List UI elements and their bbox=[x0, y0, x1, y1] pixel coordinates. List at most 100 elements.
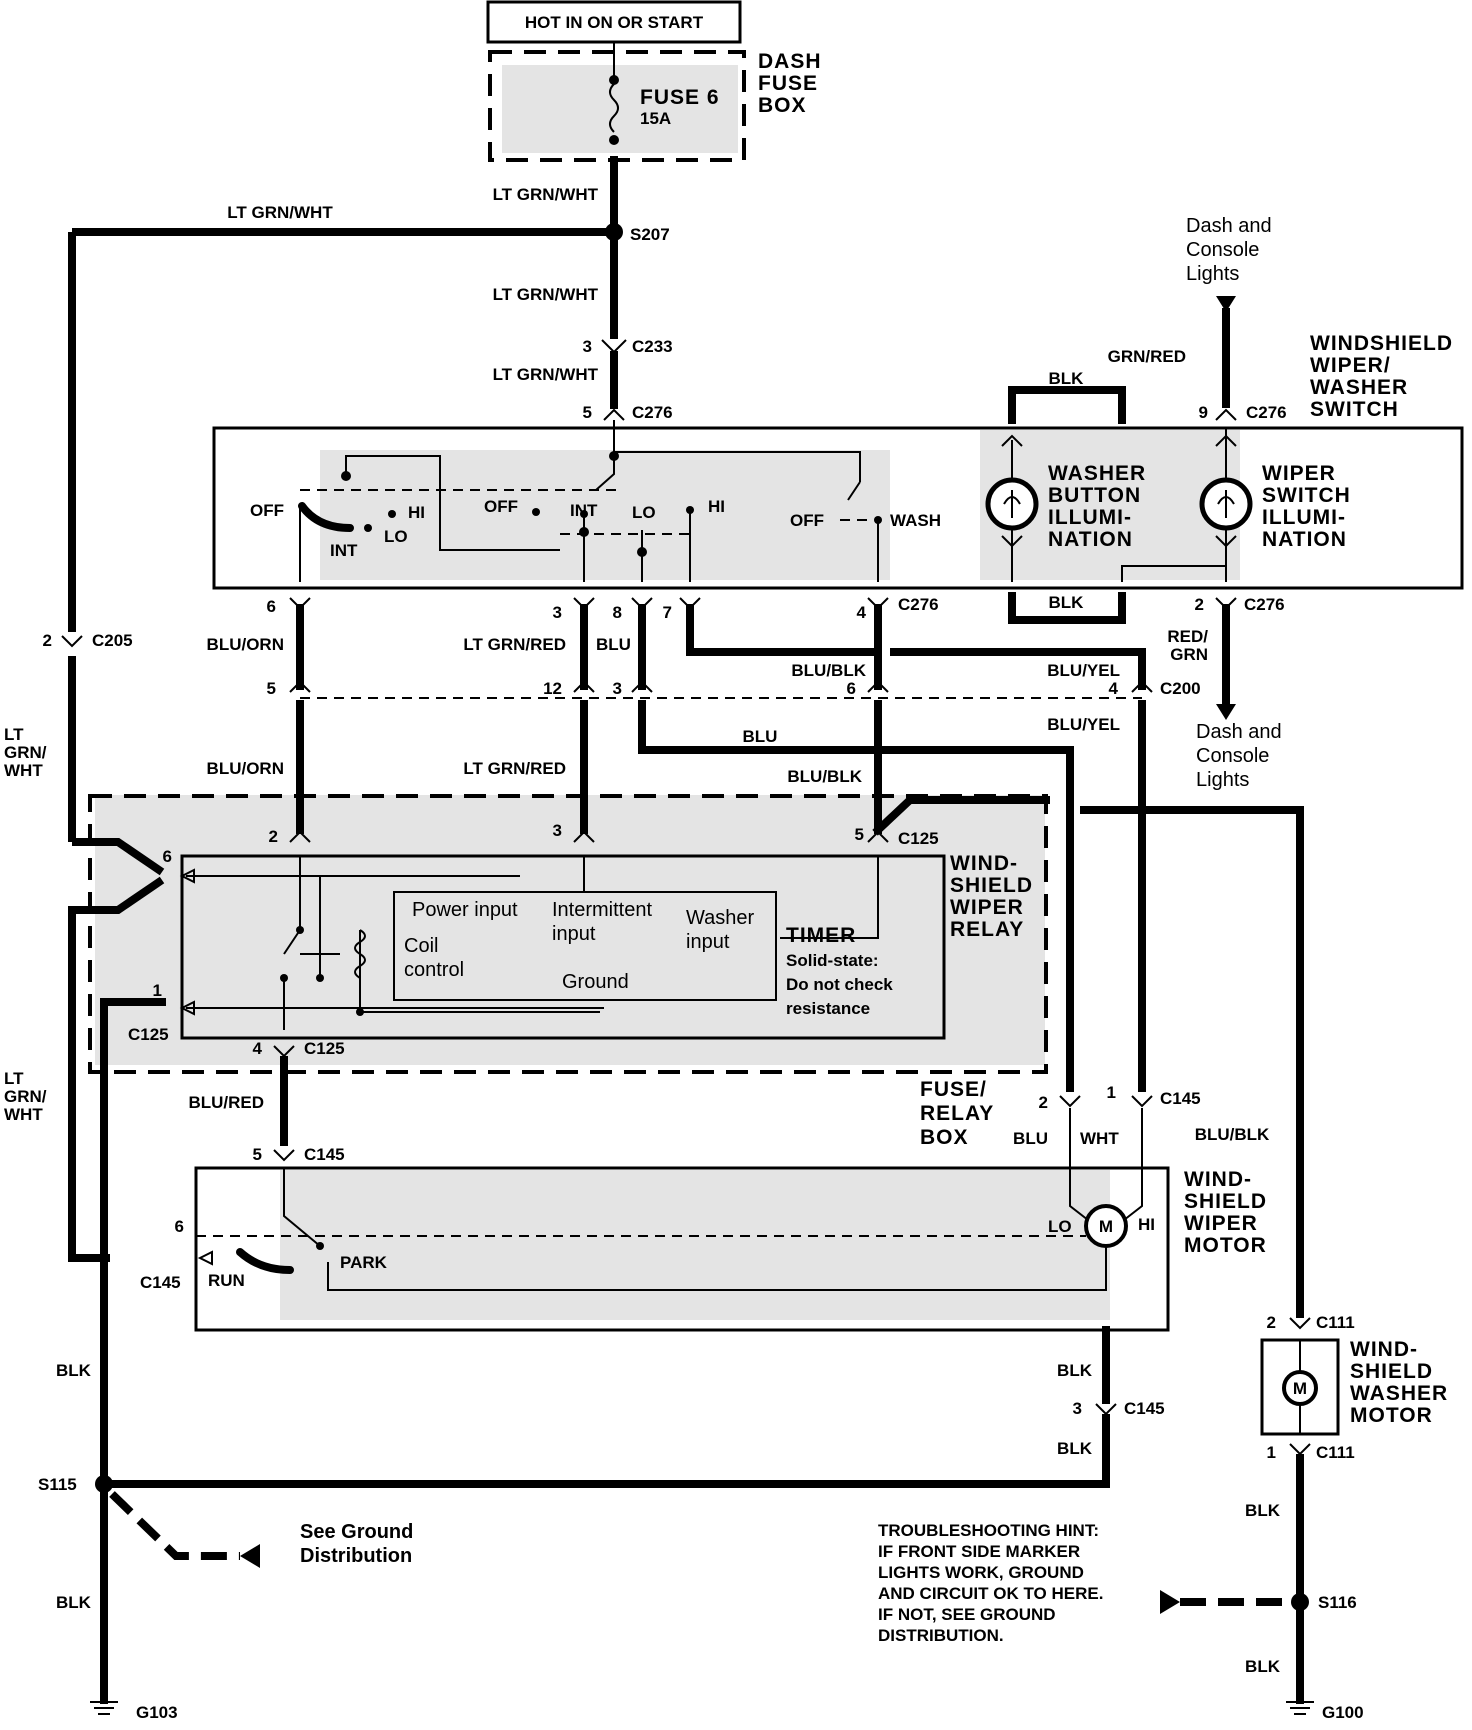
label-relay-intermittent_2: input bbox=[552, 923, 596, 945]
label-switch-name-0: WINDSHIELD bbox=[1310, 332, 1453, 355]
label-splices-s116: S116 bbox=[1318, 1593, 1357, 1612]
label-wires-ltgrnred: LT GRN/RED bbox=[463, 635, 566, 654]
label-connectors-c205: C205 bbox=[92, 631, 133, 650]
label-wires-redgrn_2: GRN bbox=[1170, 645, 1208, 664]
relay-module-box bbox=[393, 891, 777, 1001]
label-wires-blk: BLK bbox=[1049, 369, 1085, 388]
label-switch-wiper_illum-1: SWITCH bbox=[1262, 484, 1351, 507]
label-switch-wiper_illum-2: ILLUMI- bbox=[1262, 506, 1346, 529]
label-pins-p2: 2 bbox=[1195, 595, 1204, 614]
splice-s116 bbox=[1291, 1593, 1309, 1611]
label-pins-p8: 8 bbox=[613, 603, 622, 622]
label-pins-p3: 3 bbox=[583, 337, 592, 356]
label-pins-p6: 6 bbox=[267, 597, 276, 616]
label-pins-p2: 2 bbox=[1267, 1313, 1276, 1332]
label-pins-p4: 4 bbox=[857, 603, 867, 622]
label-connectors-c200: C200 bbox=[1160, 679, 1201, 698]
label-washer_motor-name-2: WASHER bbox=[1350, 1382, 1448, 1405]
label-wires-ltgrnwht_v1: LT bbox=[4, 1069, 24, 1088]
label-connectors-c145: C145 bbox=[1124, 1399, 1165, 1418]
label-pins-p5: 5 bbox=[267, 679, 276, 698]
label-wires-blured: BLU/RED bbox=[188, 1093, 264, 1112]
wire-relay-to-motor-run bbox=[68, 876, 165, 1262]
relay-internals bbox=[179, 856, 879, 1030]
label-wiper_motor-run: RUN bbox=[208, 1271, 245, 1290]
wiper-washer-switch-box bbox=[212, 426, 1464, 590]
label-pins-p7: 7 bbox=[663, 603, 672, 622]
fuse-rating: 15A bbox=[640, 109, 671, 128]
label-switch-lo: LO bbox=[632, 503, 656, 522]
label-hint-1: IF FRONT SIDE MARKER bbox=[878, 1542, 1080, 1561]
label-wiper_motor-name-0: WIND- bbox=[1184, 1168, 1252, 1191]
label-pins-p6: 6 bbox=[847, 679, 856, 698]
label-connectors-c145: C145 bbox=[140, 1273, 181, 1292]
label-switch-lo: LO bbox=[384, 527, 408, 546]
label-pins-p4: 4 bbox=[1109, 679, 1119, 698]
label-switch-name-2: WASHER bbox=[1310, 376, 1408, 399]
wire-blu-blk-washer-feed bbox=[1080, 806, 1304, 1318]
label-connectors-c276: C276 bbox=[1244, 595, 1285, 614]
label-wires-ltgrnwht_v2: GRN/ bbox=[4, 1087, 47, 1106]
label-dash_lights-l2: Console bbox=[1186, 239, 1259, 261]
label-relay-name-3: RELAY bbox=[950, 918, 1024, 941]
label-connectors-c276: C276 bbox=[632, 403, 673, 422]
label-pins-p2: 2 bbox=[269, 827, 278, 846]
label-dash_lights-l1: Dash and bbox=[1196, 721, 1282, 743]
fuse-relay-box bbox=[88, 794, 1048, 1074]
fuse-label: FUSE 6 bbox=[640, 86, 720, 109]
label-switch-washer_illum-0: WASHER bbox=[1048, 462, 1146, 485]
label-pins-p3: 3 bbox=[553, 821, 562, 840]
label-ground_ref-l1: See Ground bbox=[300, 1521, 413, 1543]
label-switch-hi: HI bbox=[708, 497, 725, 516]
label-pins-p5: 5 bbox=[855, 825, 864, 844]
label-hint-4: IF NOT, SEE GROUND bbox=[878, 1605, 1056, 1624]
label-wires-ltgrnwht_v1: LT bbox=[4, 725, 24, 744]
label-relay-name-1: SHIELD bbox=[950, 874, 1033, 897]
label-connectors-c125: C125 bbox=[128, 1025, 169, 1044]
label-switch-hi: HI bbox=[408, 503, 425, 522]
label-wiper_motor-park: PARK bbox=[340, 1253, 388, 1272]
label-wires-ltgrnwht_v3: WHT bbox=[4, 1105, 43, 1124]
label-connectors-c125: C125 bbox=[898, 829, 939, 848]
label-wires-blublk: BLU/BLK bbox=[787, 767, 862, 786]
dash-fuse-box-label-2: FUSE bbox=[758, 72, 818, 95]
label-connectors-c276: C276 bbox=[898, 595, 939, 614]
wire-blu-lower bbox=[638, 700, 1074, 1092]
label-pins-p6: 6 bbox=[175, 1217, 184, 1236]
label-wires-ltgrnwht_v2: GRN/ bbox=[4, 743, 47, 762]
wire-blk-illum-top bbox=[1008, 386, 1126, 424]
dash-fuse-box-label-1: DASH bbox=[758, 50, 822, 73]
label-wires-redgrn_1: RED/ bbox=[1167, 627, 1208, 646]
label-pins-p6: 6 bbox=[163, 847, 172, 866]
label-pins-p3: 3 bbox=[553, 603, 562, 622]
wiper-switch-illumination-bulb bbox=[1199, 428, 1253, 582]
label-connectors-c145: C145 bbox=[1160, 1089, 1201, 1108]
label-splices-s115: S115 bbox=[38, 1475, 77, 1494]
label-wires-blk: BLK bbox=[56, 1361, 92, 1380]
wire-see-ground-dist bbox=[109, 1491, 240, 1560]
troubleshooting-hint: TROUBLESHOOTING HINT: IF FRONT SIDE MARK… bbox=[878, 1521, 1103, 1645]
label-switch-name-1: WIPER/ bbox=[1310, 354, 1391, 377]
label-wires-blk: BLK bbox=[1245, 1657, 1281, 1676]
label-connectors-c233: C233 bbox=[632, 337, 673, 356]
label-wires-ltgrnwht: LT GRN/WHT bbox=[493, 185, 599, 204]
label-wires-blk: BLK bbox=[1049, 593, 1085, 612]
wire-blk-left bbox=[100, 998, 166, 1484]
label-pins-p5: 5 bbox=[253, 1145, 262, 1164]
label-switch-off: OFF bbox=[250, 501, 284, 520]
label-wires-grnred: GRN/RED bbox=[1108, 347, 1186, 366]
label-wires-bluorn: BLU/ORN bbox=[207, 759, 284, 778]
label-wiper_motor-name-2: WIPER bbox=[1184, 1212, 1258, 1235]
wire-blu-yel-upper bbox=[890, 648, 1146, 690]
label-relay-intermittent_1: Intermittent bbox=[552, 899, 652, 921]
label-dash_lights-l3: Lights bbox=[1196, 769, 1249, 791]
label-wires-ltgrnred: LT GRN/RED bbox=[463, 759, 566, 778]
connector-c233 bbox=[601, 339, 627, 354]
label-switch-washer_illum-1: BUTTON bbox=[1048, 484, 1141, 507]
label-connectors-c111: C111 bbox=[1316, 1443, 1355, 1462]
label-wires-blk: BLK bbox=[1057, 1361, 1093, 1380]
dash-fuse-box-label-3: BOX bbox=[758, 94, 807, 117]
label-wires-ltgrnwht: LT GRN/WHT bbox=[493, 285, 599, 304]
splice-s115 bbox=[95, 1475, 113, 1493]
